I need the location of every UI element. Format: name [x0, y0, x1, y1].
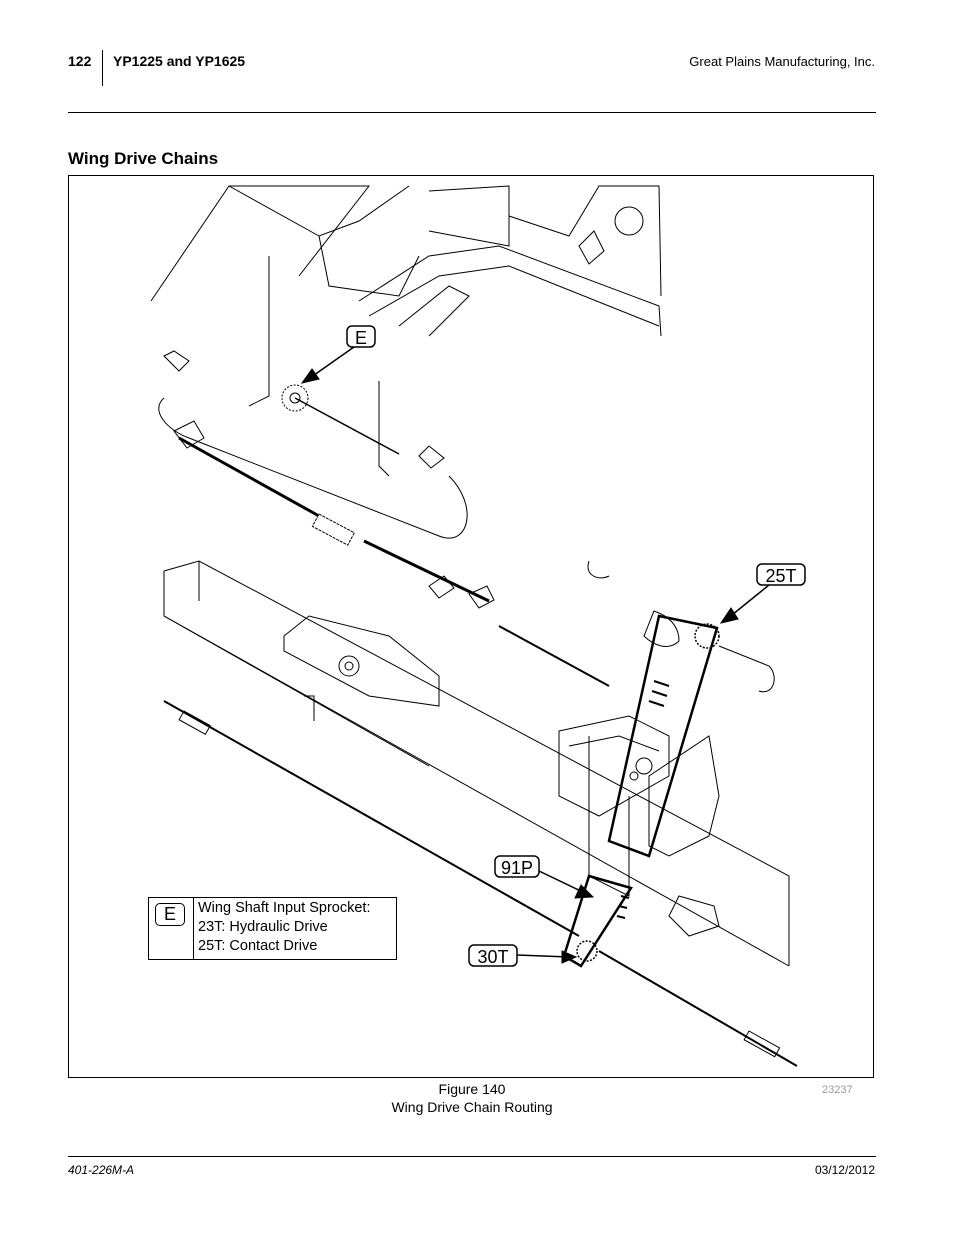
upper-drive-chain — [607, 614, 720, 858]
legend-text: Wing Shaft Input Sprocket: 23T: Hydrauli… — [198, 899, 370, 956]
wing-shaft-sprocket — [281, 384, 400, 455]
lower-drive-chain — [562, 874, 633, 968]
footer-rule — [68, 1156, 876, 1157]
sprocket-legend: E Wing Shaft Input Sprocket: 23T: Hydrau… — [148, 897, 397, 960]
callout-91p-label: 91P — [501, 858, 533, 878]
legend-line: Wing Shaft Input Sprocket: — [198, 900, 371, 916]
model-name: YP1225 and YP1625 — [113, 53, 246, 69]
legend-key-cell: E — [149, 898, 194, 959]
callout-e-label: E — [355, 328, 367, 348]
legend-key: E — [155, 903, 185, 926]
figure-number: Figure 140 — [438, 1081, 506, 1097]
drive-housing — [558, 560, 775, 897]
document-date: 03/12/2012 — [814, 1163, 875, 1177]
figure-frame: E 25T 91P 30T — [68, 175, 874, 1078]
callout-30t-label: 30T — [477, 947, 508, 967]
callout-91p — [494, 855, 595, 899]
upper-driveline — [158, 397, 610, 687]
legend-line: 23T: Hydraulic Drive — [198, 919, 328, 935]
legend-line: 25T: Contact Drive — [198, 938, 318, 954]
drive-chain-illustration: E 25T 91P 30T — [150, 185, 806, 1067]
callout-e — [300, 325, 376, 384]
callout-25t-label: 25T — [765, 566, 796, 586]
header-rule — [68, 112, 876, 113]
figure-caption: Wing Drive Chain Routing — [391, 1099, 553, 1115]
drawing-id: 23237 — [822, 1084, 853, 1096]
section-title: Wing Drive Chains — [68, 149, 219, 168]
callout-30t — [468, 944, 578, 967]
main-beam — [163, 560, 790, 967]
lower-driveline — [163, 700, 798, 1067]
company-name: Great Plains Manufacturing, Inc. — [689, 54, 875, 69]
callout-25t — [719, 563, 806, 624]
header-separator — [102, 50, 103, 86]
document-number: 401-226M-A — [68, 1163, 135, 1177]
page-number: 122 — [68, 53, 92, 69]
upper-frame — [150, 185, 662, 477]
